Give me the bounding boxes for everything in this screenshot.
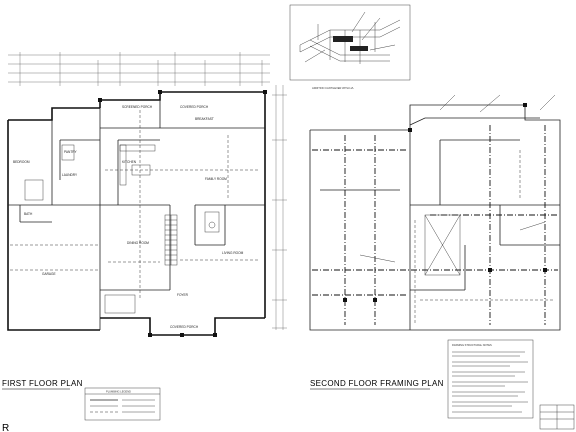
room-bath: BATH bbox=[24, 212, 33, 216]
first-floor-plan: BEDROOM SCREENED PORCH COVERED PORCH BRE… bbox=[2, 52, 287, 421]
room-covered-porch-front: COVERED PORCH bbox=[170, 325, 199, 329]
room-foyer: FOYER bbox=[177, 293, 189, 297]
second-floor-callouts bbox=[359, 94, 556, 263]
room-pantry: PANTRY bbox=[64, 150, 78, 154]
framing-notes: FRAMING STRUCTURAL NOTES bbox=[447, 339, 534, 419]
room-bedroom: BEDROOM bbox=[13, 160, 30, 164]
room-dining-room: DINING ROOM bbox=[127, 241, 149, 245]
first-floor-interior-walls bbox=[8, 100, 265, 318]
first-floor-columns bbox=[98, 90, 267, 337]
room-laundry: LAUNDRY bbox=[62, 173, 78, 177]
title-block bbox=[539, 404, 575, 430]
plumbing-legend-title: PLUMBING LEGEND bbox=[106, 390, 131, 394]
first-floor-fixtures bbox=[24, 144, 220, 314]
second-floor-beams bbox=[312, 125, 558, 325]
room-living-room: LIVING ROOM bbox=[222, 251, 244, 255]
room-garage: GARAGE bbox=[42, 272, 56, 276]
first-floor-exterior-walls bbox=[7, 91, 266, 336]
second-floor-stair-opening bbox=[424, 214, 461, 276]
first-floor-room-labels: BEDROOM SCREENED PORCH COVERED PORCH BRE… bbox=[13, 105, 244, 329]
plumbing-legend: PLUMBING LEGEND bbox=[84, 387, 161, 421]
cantilever-detail: ADDITION CANTILEVER WITH LVL bbox=[289, 4, 411, 90]
first-floor-beam-lines bbox=[10, 110, 260, 300]
second-floor-plan-title: SECOND FLOOR FRAMING PLAN bbox=[310, 379, 444, 388]
first-floor-plan-title: FIRST FLOOR PLAN bbox=[2, 379, 83, 388]
room-screened-porch: SCREENED PORCH bbox=[122, 105, 153, 109]
cantilever-detail-note: ADDITION CANTILEVER WITH LVL bbox=[312, 86, 354, 90]
first-floor-stairs bbox=[164, 214, 178, 266]
sheet-mark: R bbox=[2, 423, 9, 432]
second-floor-posts bbox=[343, 103, 547, 302]
framing-notes-title: FRAMING STRUCTURAL NOTES bbox=[452, 343, 492, 347]
room-kitchen: KITCHEN bbox=[122, 160, 137, 164]
room-family-room: FAMILY ROOM bbox=[205, 177, 227, 181]
second-floor-outline bbox=[309, 104, 561, 331]
second-floor-framing-plan: FRAMING STRUCTURAL NOTES SECOND FLOOR FR… bbox=[309, 94, 575, 430]
first-floor-right-dimensions bbox=[272, 85, 287, 330]
second-floor-walls bbox=[320, 130, 560, 330]
room-covered-porch: COVERED PORCH bbox=[180, 105, 209, 109]
room-breakfast: BREAKFAST bbox=[195, 117, 214, 121]
first-floor-top-dimensions bbox=[8, 52, 270, 86]
